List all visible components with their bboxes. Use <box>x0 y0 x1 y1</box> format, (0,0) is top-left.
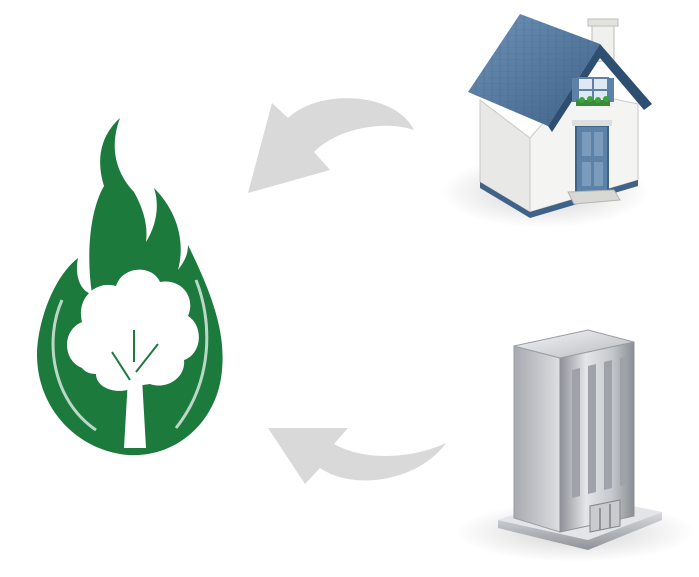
building-left-face <box>513 345 561 533</box>
arrow-house-to-flame <box>248 98 414 193</box>
tree-trunk <box>110 332 162 448</box>
arrow-top-body <box>248 98 414 193</box>
house-base <box>480 180 638 218</box>
house-icon <box>440 14 652 228</box>
house-roof-edge <box>548 44 652 132</box>
office-building-icon <box>455 329 695 562</box>
tree-branch-lines <box>111 330 159 381</box>
house-door <box>572 120 612 193</box>
house-roof-shingles <box>468 14 600 126</box>
flame-inner-line <box>51 279 209 432</box>
building-roof <box>513 329 635 359</box>
arrow-office-to-flame <box>268 428 446 484</box>
building-entrance <box>589 499 621 533</box>
building-windows <box>572 356 626 498</box>
house-step <box>567 189 621 205</box>
house-chimney-cap <box>587 18 619 27</box>
tree-icon <box>67 269 199 448</box>
house-window <box>572 77 614 106</box>
flame-tree-icon <box>37 118 223 456</box>
tree-canopy <box>67 269 199 391</box>
arrow-bottom-body <box>268 428 446 484</box>
building-base <box>498 512 662 550</box>
